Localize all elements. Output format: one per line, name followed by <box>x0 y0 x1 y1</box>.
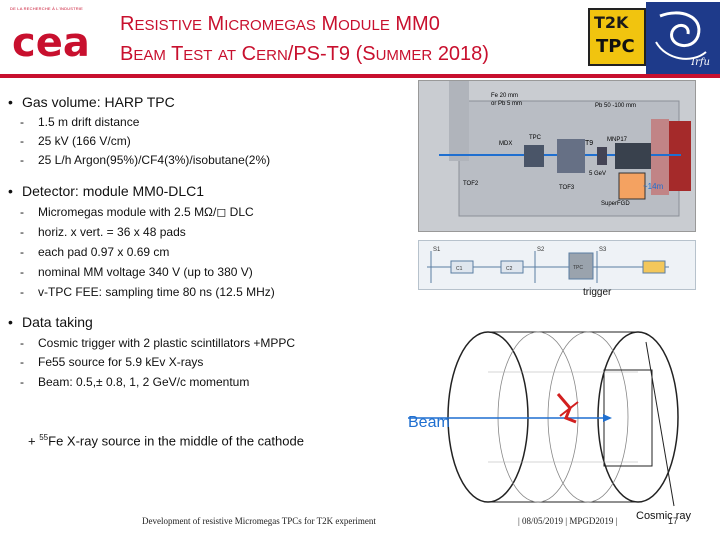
bullet-gas-volume: •Gas volume: HARP TPC <box>8 94 175 110</box>
list-item: -horiz. x vert. = 36 x 48 pads <box>20 225 186 239</box>
bullet-data-taking: •Data taking <box>8 314 93 330</box>
tpc-cylinder-drawing <box>408 331 679 507</box>
header-rule <box>0 74 720 78</box>
title-line-2: BEAM TEST AT CERN/PS-T9 (SUMMER 2018) <box>120 43 489 65</box>
list-item: -each pad 0.97 x 0.69 cm <box>20 245 170 259</box>
list-item: -1.5 m drift distance <box>20 115 140 129</box>
irfu-swirl-icon <box>655 11 707 60</box>
beamline-layout-image: Fe 20 mm or Pb 5 mm Pb 50 -100 mm MDX TP… <box>418 80 696 232</box>
trigger-label: trigger <box>583 287 612 298</box>
slide-header: DE LA RECHERCHE À L'INDUSTRIE cea RESIST… <box>0 0 720 74</box>
label-mdx: MDX <box>499 141 512 147</box>
label-distance: ~14m <box>643 182 664 191</box>
list-item: -Fe55 source for 5.9 kEv X-rays <box>20 355 204 369</box>
label-tof2: TOF2 <box>463 181 479 187</box>
tpc-cylinder-diagram: Beam <box>398 322 698 512</box>
label-superfgd: SuperFGD <box>601 201 630 207</box>
cea-tagline: DE LA RECHERCHE À L'INDUSTRIE <box>10 6 84 11</box>
tpc-logo-text: TPC <box>596 36 635 57</box>
beamline-layout-drawing: Fe 20 mm or Pb 5 mm Pb 50 -100 mm MDX TP… <box>419 81 695 231</box>
irfu-logo: Irfu <box>646 2 720 74</box>
cea-logo-text: cea <box>12 20 90 66</box>
t2k-logo-text: T2K <box>594 13 629 32</box>
bullet-label: Gas volume: HARP TPC <box>22 94 175 110</box>
bullet-detector: •Detector: module MM0-DLC1 <box>8 183 205 199</box>
bullet-label: Detector: module MM0-DLC1 <box>22 183 205 199</box>
slide-title: RESISTIVE MICROMEGAS MODULE MM0 BEAM TES… <box>120 10 590 70</box>
list-item: -25 kV (166 V/cm) <box>20 134 131 148</box>
t2k-tpc-logo: T2K TPC <box>588 8 646 66</box>
label-fe-or-pb: or Pb 5 mm <box>491 101 522 107</box>
label-s3: S3 <box>599 247 607 253</box>
label-gev: 5 GeV <box>589 171 606 177</box>
bullet-label: Data taking <box>22 314 93 330</box>
label-c2: C2 <box>506 266 513 272</box>
list-item: -Beam: 0.5,± 0.8, 1, 2 GeV/c momentum <box>20 375 250 389</box>
label-c1: C1 <box>456 266 463 272</box>
list-item: -v-TPC FEE: sampling time 80 ns (12.5 MH… <box>20 285 275 299</box>
label-pb: Pb 50 -100 mm <box>595 103 636 109</box>
label-fe: Fe 20 mm <box>491 93 518 99</box>
label-tpc-box: TPC <box>573 265 583 271</box>
list-item: -Cosmic trigger with 2 plastic scintilla… <box>20 336 296 350</box>
label-mnp17: MNP17 <box>607 137 628 143</box>
list-item: -nominal MM voltage 340 V (up to 380 V) <box>20 265 253 279</box>
cea-logo: DE LA RECHERCHE À L'INDUSTRIE cea <box>10 6 110 68</box>
label-tof3: TOF3 <box>559 185 575 191</box>
title-line-1: RESISTIVE MICROMEGAS MODULE MM0 <box>120 13 440 35</box>
fe55-note: + 55Fe X-ray source in the middle of the… <box>28 433 304 449</box>
list-item: -25 L/h Argon(95%)/CF4(3%)/isobutane(2%) <box>20 153 271 167</box>
irfu-logo-text: Irfu <box>691 57 710 68</box>
label-s2: S2 <box>537 247 545 253</box>
cosmic-ray-label: Cosmic ray <box>636 510 692 522</box>
beam-label: Beam <box>408 414 450 431</box>
page-number: 17 <box>668 516 679 526</box>
trigger-setup-drawing: S1 S2 S3 C1 C2 TPC <box>427 247 669 283</box>
cea-logo-mark: cea <box>12 20 90 66</box>
label-tpc: TPC <box>529 135 542 141</box>
label-t9: T9 <box>585 140 593 147</box>
label-s1: S1 <box>433 247 441 253</box>
footer-date-conference: | 08/05/2019 | MPGD2019 | <box>518 516 618 526</box>
list-item: -Micromegas module with 2.5 MΩ/◻ DLC <box>20 205 254 219</box>
footer-title: Development of resistive Micromegas TPCs… <box>142 516 376 526</box>
trigger-setup-image: S1 S2 S3 C1 C2 TPC trigger <box>418 240 696 298</box>
